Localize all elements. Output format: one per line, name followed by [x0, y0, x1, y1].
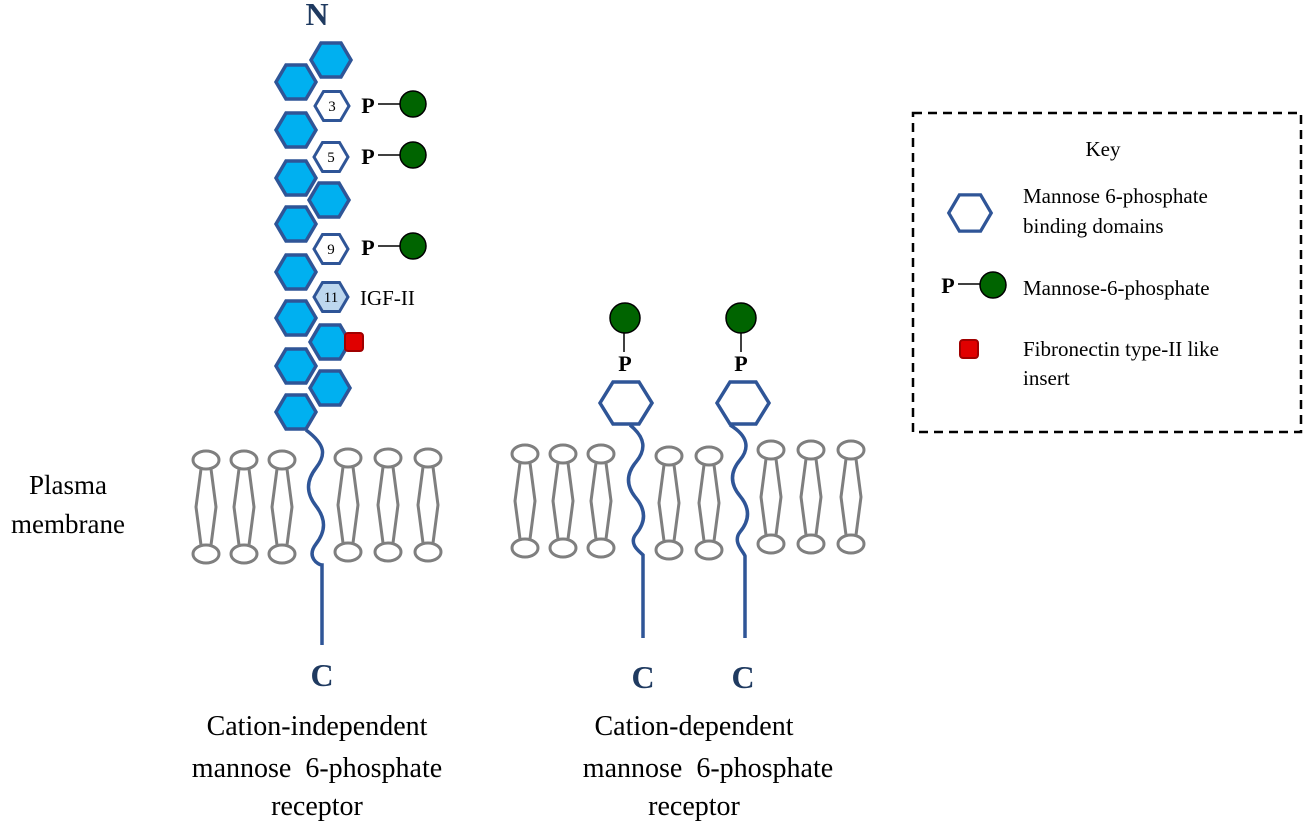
- ci-domain-11-igf: 11: [312, 281, 350, 313]
- phosphate-icon: [979, 271, 1007, 299]
- ci-phosphate-9: P: [361, 232, 427, 260]
- ci-title-line-1: Cation-independent: [207, 711, 428, 742]
- ci-domain-5: [307, 181, 351, 219]
- key-box: Key Mannose 6-phosphate binding domains …: [911, 111, 1303, 434]
- membrane-label-line-1: Plasma: [29, 470, 107, 500]
- ci-domain-7: [274, 253, 318, 291]
- ci-n-terminal: N: [305, 0, 328, 32]
- ci-domain-11: [308, 369, 352, 407]
- ci-domain-8: [274, 299, 318, 337]
- key-item-2-line-1: Mannose-6-phosphate: [1023, 276, 1210, 300]
- key-item-1-line-1: Mannose 6-phosphate: [1023, 184, 1208, 208]
- ci-domain-9-numbered: 9: [312, 233, 350, 265]
- cd-phosphate-label-right: P: [734, 351, 747, 376]
- mannose-6-phosphate-icon: [399, 232, 427, 260]
- fibronectin-square-icon: [959, 339, 979, 359]
- ci-phosphate-5: P: [361, 141, 427, 169]
- ci-domain-3-numbered: 3: [313, 90, 351, 122]
- ci-domain-12: [274, 393, 318, 431]
- ci-domain-1: [309, 41, 353, 79]
- cd-domain-left: [598, 380, 654, 426]
- key-item-3-line-2: insert: [1023, 366, 1070, 390]
- cd-domain-right: [715, 380, 771, 426]
- key-item-fibronectin: Fibronectin type-II like insert: [959, 337, 1219, 390]
- mannose-6-phosphate-icon: [609, 302, 641, 334]
- key-item-binding-domains: Mannose 6-phosphate binding domains: [947, 184, 1208, 238]
- svg-text:P: P: [361, 144, 374, 169]
- key-item-1-line-2: binding domains: [1023, 214, 1164, 238]
- ci-title-line-3: receptor: [271, 791, 363, 822]
- svg-text:P: P: [361, 235, 374, 260]
- ci-domain-10: [274, 347, 318, 385]
- domain-number-9: 9: [327, 242, 335, 258]
- cd-phosphate-label-left: P: [618, 351, 631, 376]
- ci-domain-3: [274, 111, 318, 149]
- ci-domain-6: [274, 205, 318, 243]
- ci-receptor-domains: 3 5 9 11: [274, 41, 353, 431]
- mannose-6-phosphate-icon: [399, 141, 427, 169]
- fibronectin-insert-icon: [344, 332, 364, 352]
- svg-text:P: P: [361, 93, 374, 118]
- cd-c-terminal-right: C: [731, 659, 754, 695]
- membrane-bilayer-right: [510, 439, 866, 561]
- ci-phosphate-3: P: [361, 90, 427, 118]
- ci-domain-5-numbered: 5: [312, 141, 350, 173]
- membrane-label-line-2: membrane: [11, 509, 125, 539]
- igf-ii-label: IGF-II: [360, 286, 415, 310]
- hexagon-icon: [947, 193, 993, 233]
- ci-c-terminal: C: [310, 657, 333, 693]
- ci-receptor-chain: [304, 428, 326, 645]
- key-item-mannose-6-phosphate: P Mannose-6-phosphate: [941, 271, 1210, 300]
- cd-receptor-chain-right: [729, 423, 750, 638]
- cd-title-line-2: mannose 6-phosphate: [583, 753, 833, 784]
- key-phosphate-symbol: P: [941, 273, 954, 298]
- cd-title-line-1: Cation-dependent: [594, 711, 793, 742]
- cd-c-terminal-left: C: [631, 659, 654, 695]
- domain-number-5: 5: [327, 150, 335, 166]
- ci-title-line-2: mannose 6-phosphate: [192, 753, 442, 784]
- domain-number-3: 3: [328, 99, 336, 115]
- key-title: Key: [1086, 137, 1121, 161]
- key-item-3-line-1: Fibronectin type-II like: [1023, 337, 1219, 361]
- ci-domain-2: [274, 63, 318, 101]
- domain-number-11: 11: [324, 290, 338, 306]
- mannose-6-phosphate-icon: [399, 90, 427, 118]
- cd-title-line-3: receptor: [648, 791, 740, 822]
- ci-domain-4: [274, 159, 318, 197]
- mannose-6-phosphate-icon: [725, 302, 757, 334]
- cd-receptor-chain-left: [626, 423, 646, 638]
